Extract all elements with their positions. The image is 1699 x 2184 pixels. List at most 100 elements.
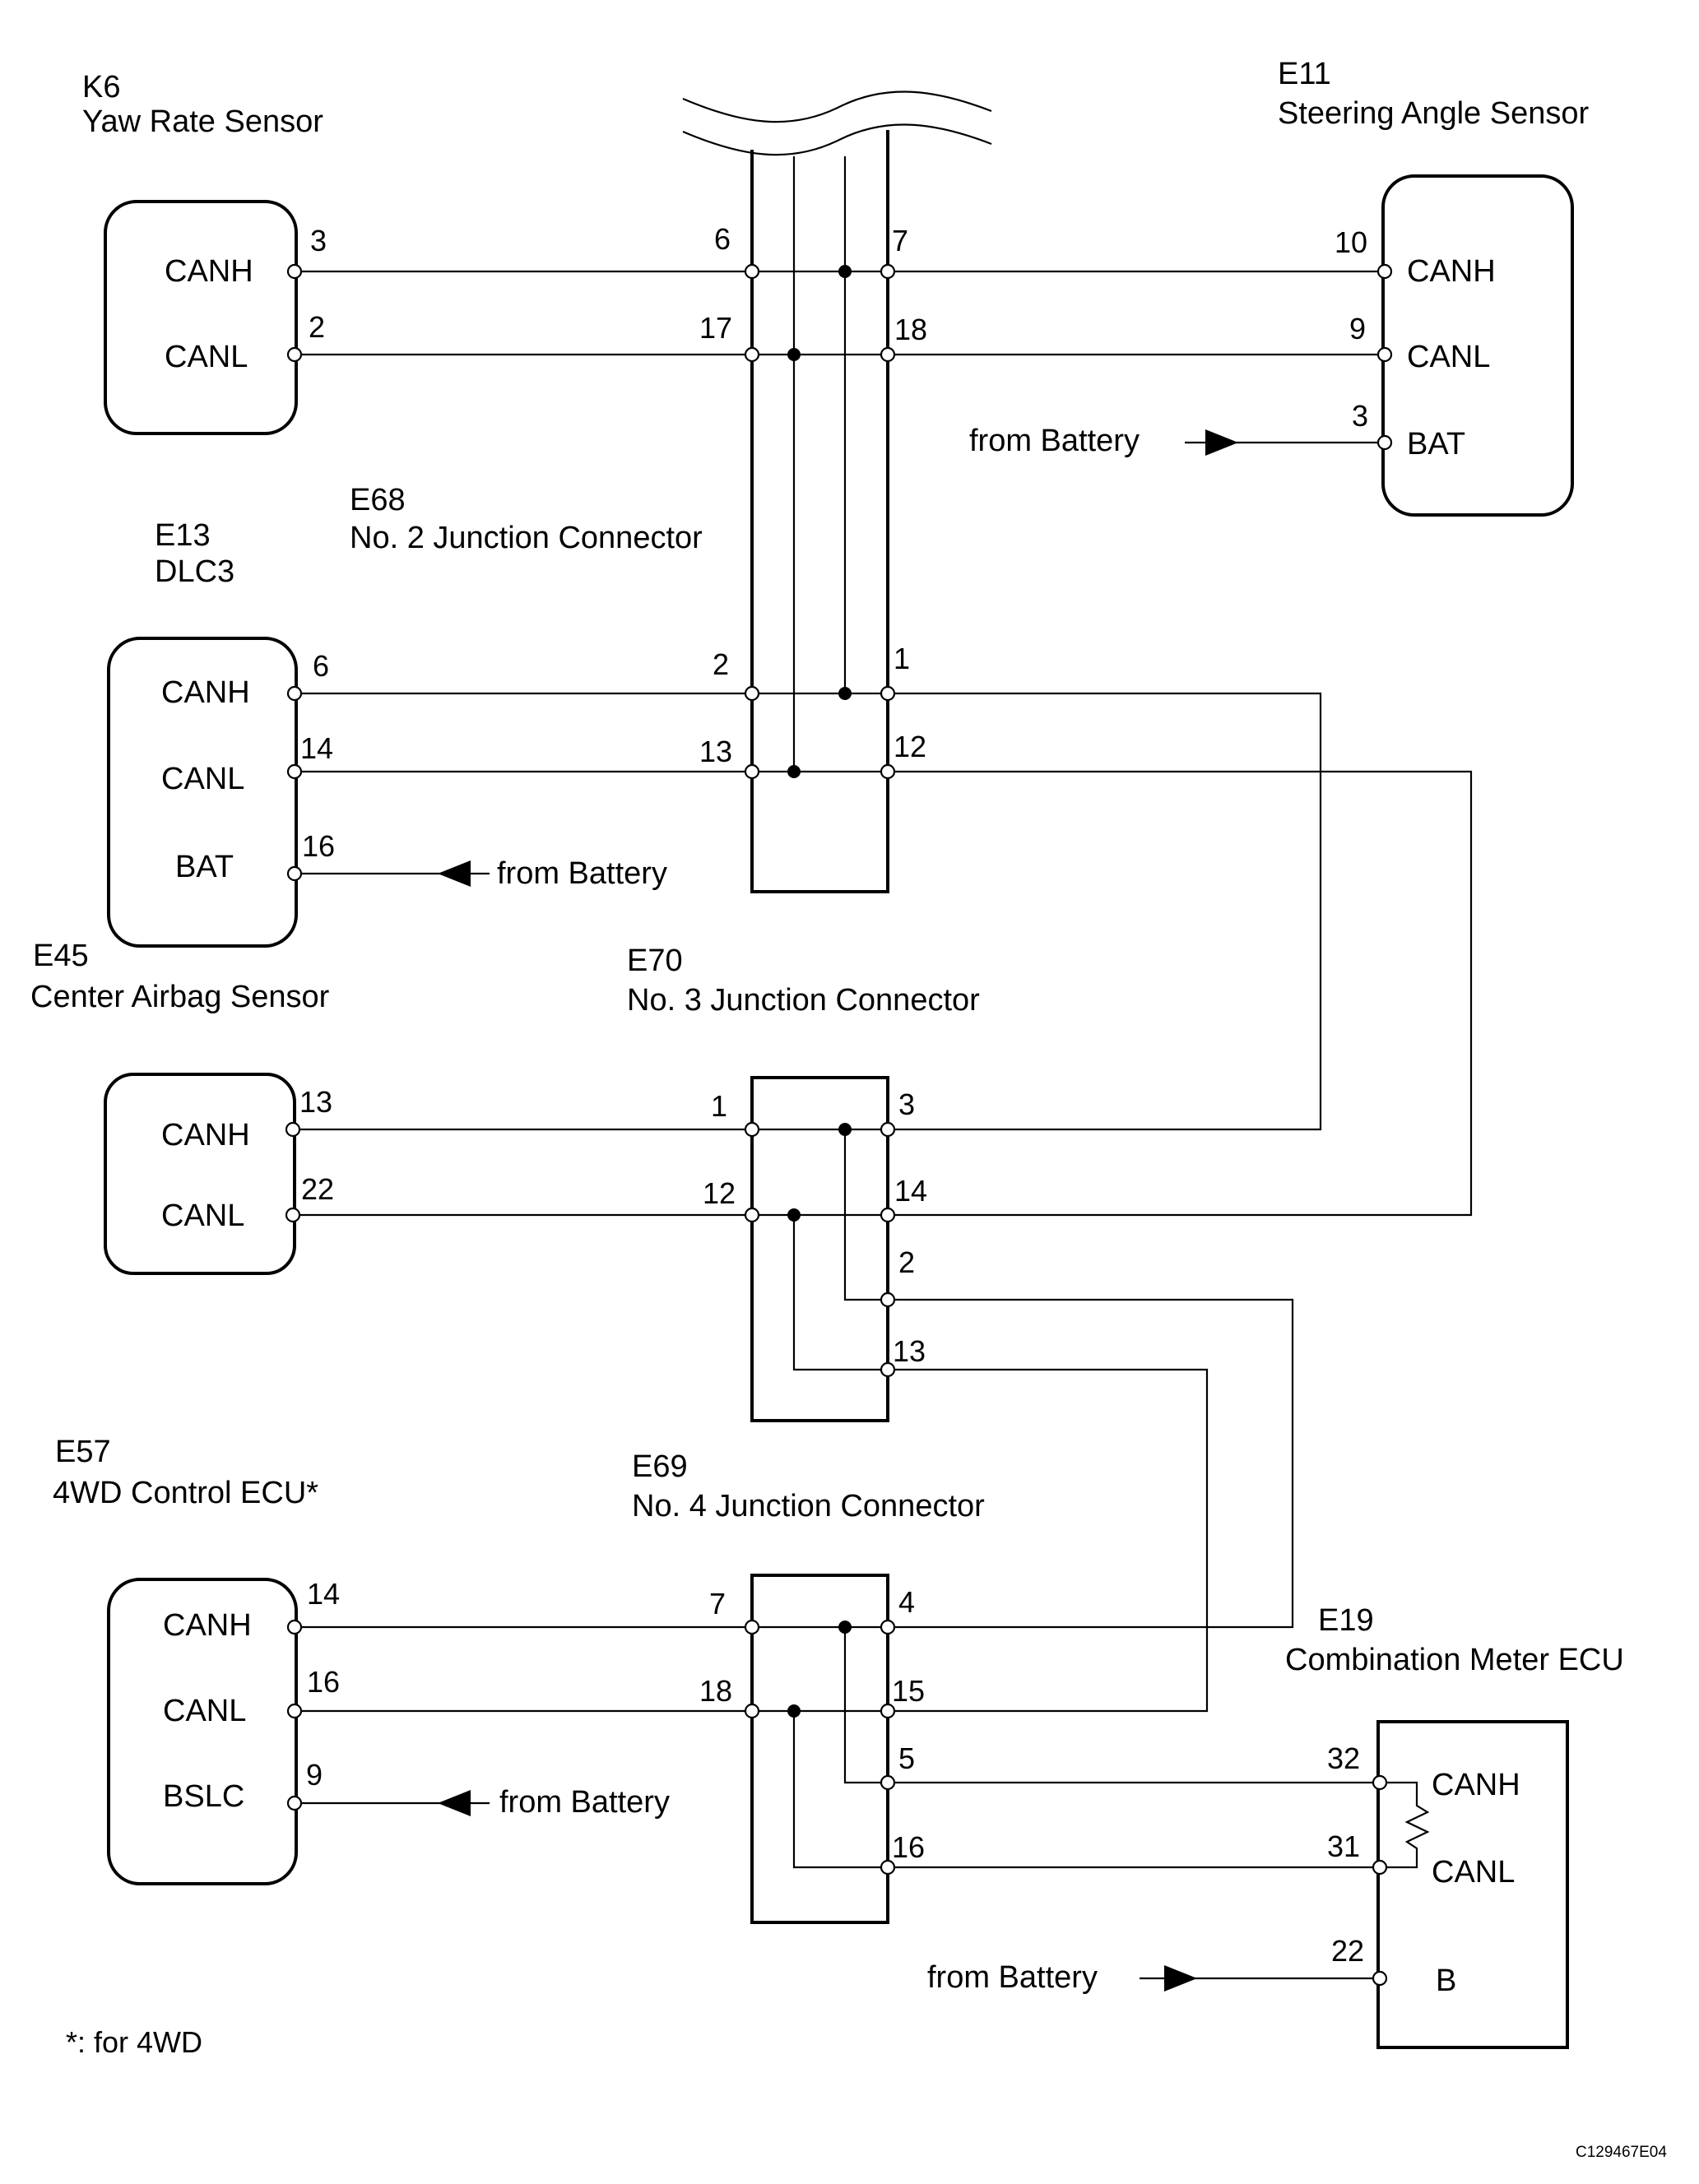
pin-number: 18 — [699, 1674, 732, 1708]
pin-number: 22 — [1331, 1934, 1364, 1968]
pin-number: 6 — [714, 222, 731, 256]
figure-code: C129467E04 — [1576, 2144, 1667, 2161]
jc3-bus-canh — [843, 1129, 888, 1301]
terminal — [744, 1207, 760, 1223]
terminal — [744, 763, 760, 780]
steering-angle-sensor-box — [1381, 174, 1574, 517]
terminal — [1372, 1970, 1388, 1987]
harness-break-line-lower — [682, 123, 992, 156]
terminal — [880, 1121, 896, 1138]
pin-number: 10 — [1335, 225, 1367, 259]
pin-number: 2 — [309, 310, 325, 344]
4wd-pin-name: CANH — [163, 1608, 252, 1643]
dlc3-name: DLC3 — [155, 554, 234, 589]
terminal — [744, 1619, 760, 1635]
steering-angle-sensor-code: E11 — [1278, 57, 1331, 91]
arrow-meter-battery — [1164, 1965, 1197, 1992]
combination-meter-ecu-code: E19 — [1318, 1603, 1374, 1638]
no4-junction-connector-code: E69 — [632, 1449, 688, 1484]
splice-dot — [787, 765, 801, 778]
splice-dot — [838, 687, 852, 700]
pin-number: 13 — [299, 1085, 332, 1119]
terminal — [285, 1121, 301, 1138]
harness-break-line-upper — [682, 90, 992, 123]
terminal — [1372, 1774, 1388, 1791]
splice-dot — [787, 1208, 801, 1222]
footnote: *: for 4WD — [66, 2025, 202, 2059]
meter-termination-resistor — [1380, 1781, 1430, 1869]
wire-jc2-pin1-to-jc3-pin3 — [888, 692, 1322, 1131]
terminal — [880, 346, 896, 363]
dlc3-pin-name: CANL — [161, 762, 244, 796]
no4-junction-connector-box — [750, 1574, 889, 1924]
no3-junction-connector-box — [750, 1076, 889, 1422]
4wd-pin-name: BSLC — [163, 1779, 244, 1814]
no2-junction-connector-box — [750, 130, 889, 893]
splice-dot — [838, 1621, 852, 1634]
terminal — [1372, 1859, 1388, 1876]
steering-from-battery-label: from Battery — [969, 424, 1140, 458]
terminal — [880, 1361, 896, 1378]
pin-number: 13 — [699, 735, 732, 768]
terminal — [880, 1619, 896, 1635]
meter-pin-name: B — [1436, 1964, 1456, 1998]
jc3-bus-canl — [792, 1215, 888, 1371]
pin-number: 1 — [894, 642, 910, 675]
terminal — [880, 1703, 896, 1719]
terminal — [880, 685, 896, 702]
terminal — [286, 346, 303, 363]
4wd-control-ecu-box — [107, 1578, 298, 1885]
dlc3-code: E13 — [155, 518, 211, 553]
pin-number: 12 — [703, 1176, 736, 1210]
terminal — [880, 1291, 896, 1308]
meter-from-battery-label: from Battery — [927, 1960, 1098, 1995]
terminal — [286, 1619, 303, 1635]
pin-number: 32 — [1327, 1741, 1360, 1775]
pin-number: 3 — [1352, 399, 1368, 433]
steering-pin-name: CANL — [1407, 340, 1490, 374]
terminal — [744, 263, 760, 280]
no2-junction-connector-name: No. 2 Junction Connector — [350, 521, 703, 555]
4wd-from-battery-label: from Battery — [499, 1785, 670, 1820]
pin-number: 6 — [313, 649, 329, 683]
terminal — [744, 1703, 760, 1719]
pin-number: 18 — [894, 313, 927, 346]
center-airbag-sensor-code: E45 — [33, 939, 89, 973]
pin-number: 9 — [1349, 312, 1366, 345]
terminal — [744, 346, 760, 363]
terminal — [1376, 263, 1393, 280]
pin-number: 3 — [310, 224, 327, 257]
splice-dot — [838, 265, 852, 278]
wire-jc2-pin12-to-jc3-pin14 — [888, 770, 1473, 1217]
meter-pin-name: CANH — [1432, 1768, 1520, 1802]
yaw-rate-sensor-name: Yaw Rate Sensor — [82, 104, 323, 139]
pin-number: 14 — [307, 1577, 340, 1611]
terminal — [744, 685, 760, 702]
terminal — [880, 1207, 896, 1223]
4wd-control-ecu-name: 4WD Control ECU* — [53, 1476, 318, 1510]
dlc3-pin-name: CANH — [161, 675, 250, 710]
pin-number: 5 — [898, 1741, 915, 1775]
jc4-bus-canl — [792, 1711, 888, 1869]
airbag-pin-name: CANL — [161, 1199, 244, 1233]
dlc3-pin-name: BAT — [175, 850, 234, 884]
yaw-rate-sensor-code: K6 — [82, 70, 120, 104]
terminal — [744, 1121, 760, 1138]
terminal — [1376, 434, 1393, 451]
pin-number: 2 — [713, 647, 729, 681]
combination-meter-ecu-name: Combination Meter ECU — [1285, 1643, 1624, 1677]
terminal — [285, 1207, 301, 1223]
dlc3-box — [107, 637, 298, 948]
terminal — [880, 763, 896, 780]
pin-number: 14 — [894, 1174, 927, 1208]
splice-dot — [787, 1704, 801, 1718]
4wd-pin-name: CANL — [163, 1694, 246, 1728]
pin-number: 16 — [892, 1830, 925, 1864]
pin-number: 22 — [301, 1172, 334, 1206]
terminal — [286, 685, 303, 702]
pin-number: 7 — [709, 1587, 726, 1621]
terminal — [286, 263, 303, 280]
yaw-pin-name: CANL — [165, 340, 248, 374]
pin-number: 2 — [898, 1245, 915, 1279]
